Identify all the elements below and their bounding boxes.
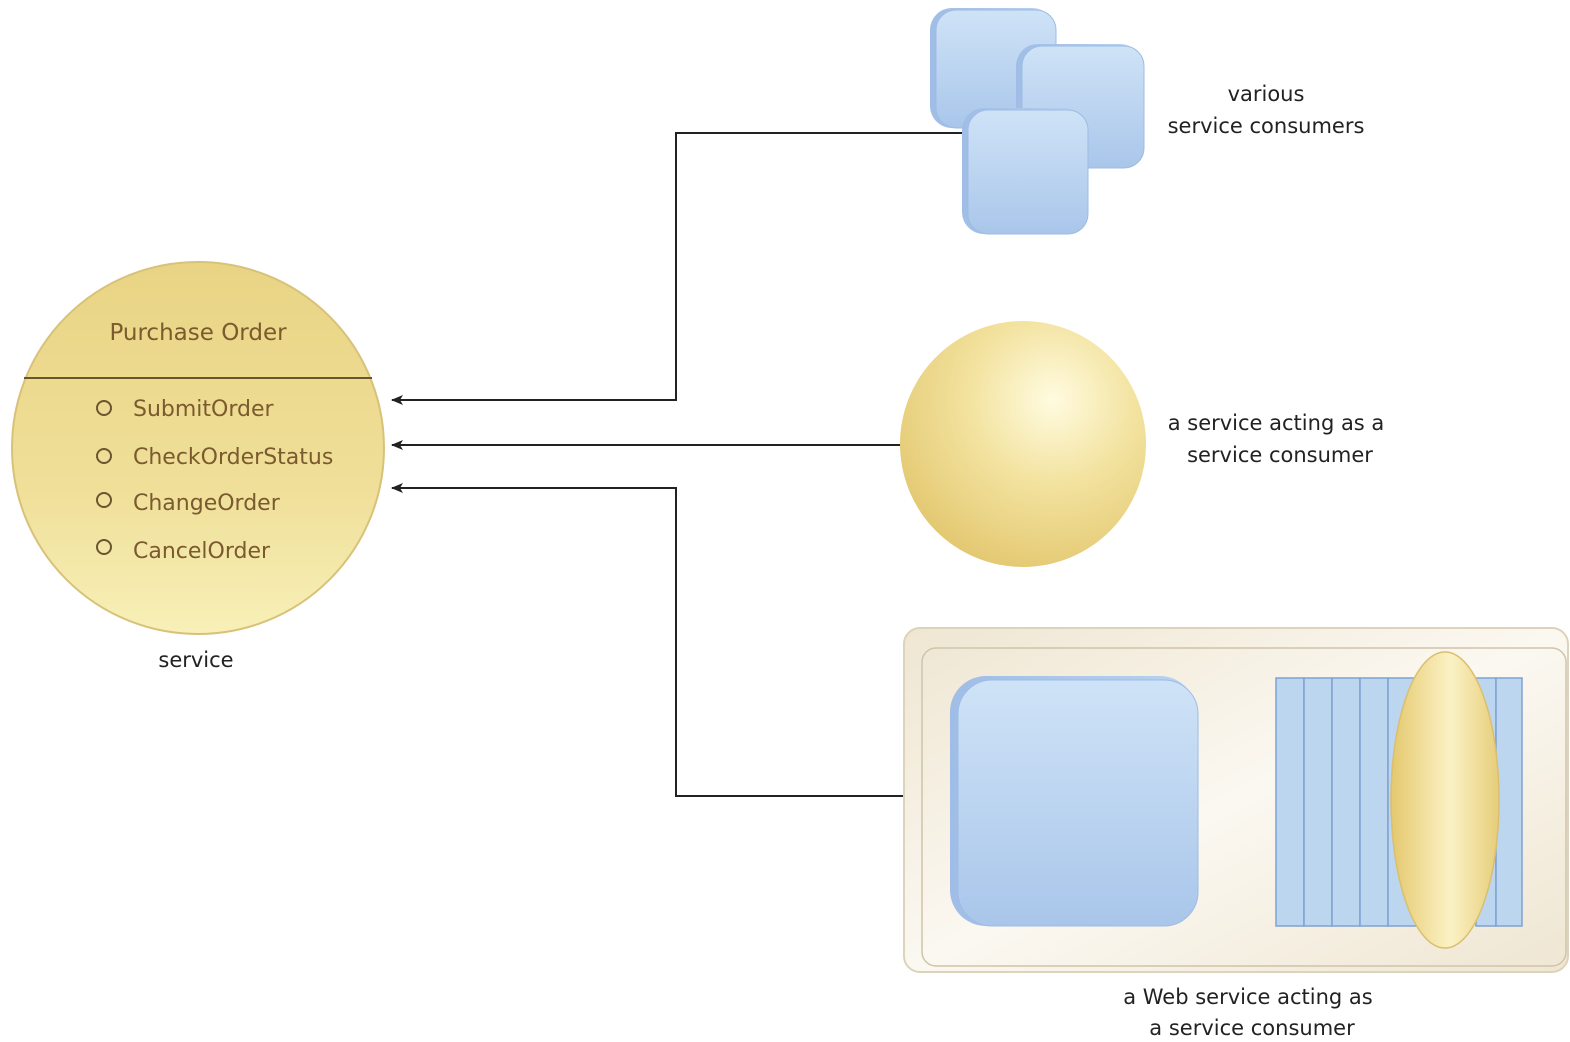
operation-bullet-icon [96, 448, 112, 464]
various-consumers-label-line1: various [1228, 82, 1305, 106]
operation-cancel-order: CancelOrder [133, 539, 271, 564]
operation-change-order: ChangeOrder [133, 491, 281, 516]
operation-bullet-icon [96, 492, 112, 508]
service-caption: service [158, 648, 233, 672]
web-service-lens [1390, 651, 1500, 949]
purchase-order-service: Purchase Order SubmitOrder CheckOrderSta… [11, 261, 385, 635]
various-consumers-icon [930, 8, 1145, 235]
service-consumer-ball-icon [900, 321, 1146, 567]
operation-bullet-icon [96, 539, 112, 555]
connector-various-consumers [391, 132, 968, 405]
operation-bullet-icon [96, 400, 112, 416]
service-consumer-label-line2: service consumer [1187, 443, 1373, 467]
operation-check-order-status: CheckOrderStatus [133, 445, 333, 470]
service-title: Purchase Order [109, 320, 287, 346]
connector-web-service-consumer [391, 483, 952, 797]
web-service-consumer-icon [903, 627, 1569, 973]
operation-submit-order: SubmitOrder [133, 397, 275, 422]
web-service-consumer-label-line1: a Web service acting as [1123, 985, 1373, 1009]
various-consumers-label-line2: service consumers [1168, 114, 1365, 138]
service-consumer-label-line1: a service acting as a [1168, 411, 1385, 435]
web-service-consumer-label-line2: a service consumer [1149, 1016, 1355, 1040]
